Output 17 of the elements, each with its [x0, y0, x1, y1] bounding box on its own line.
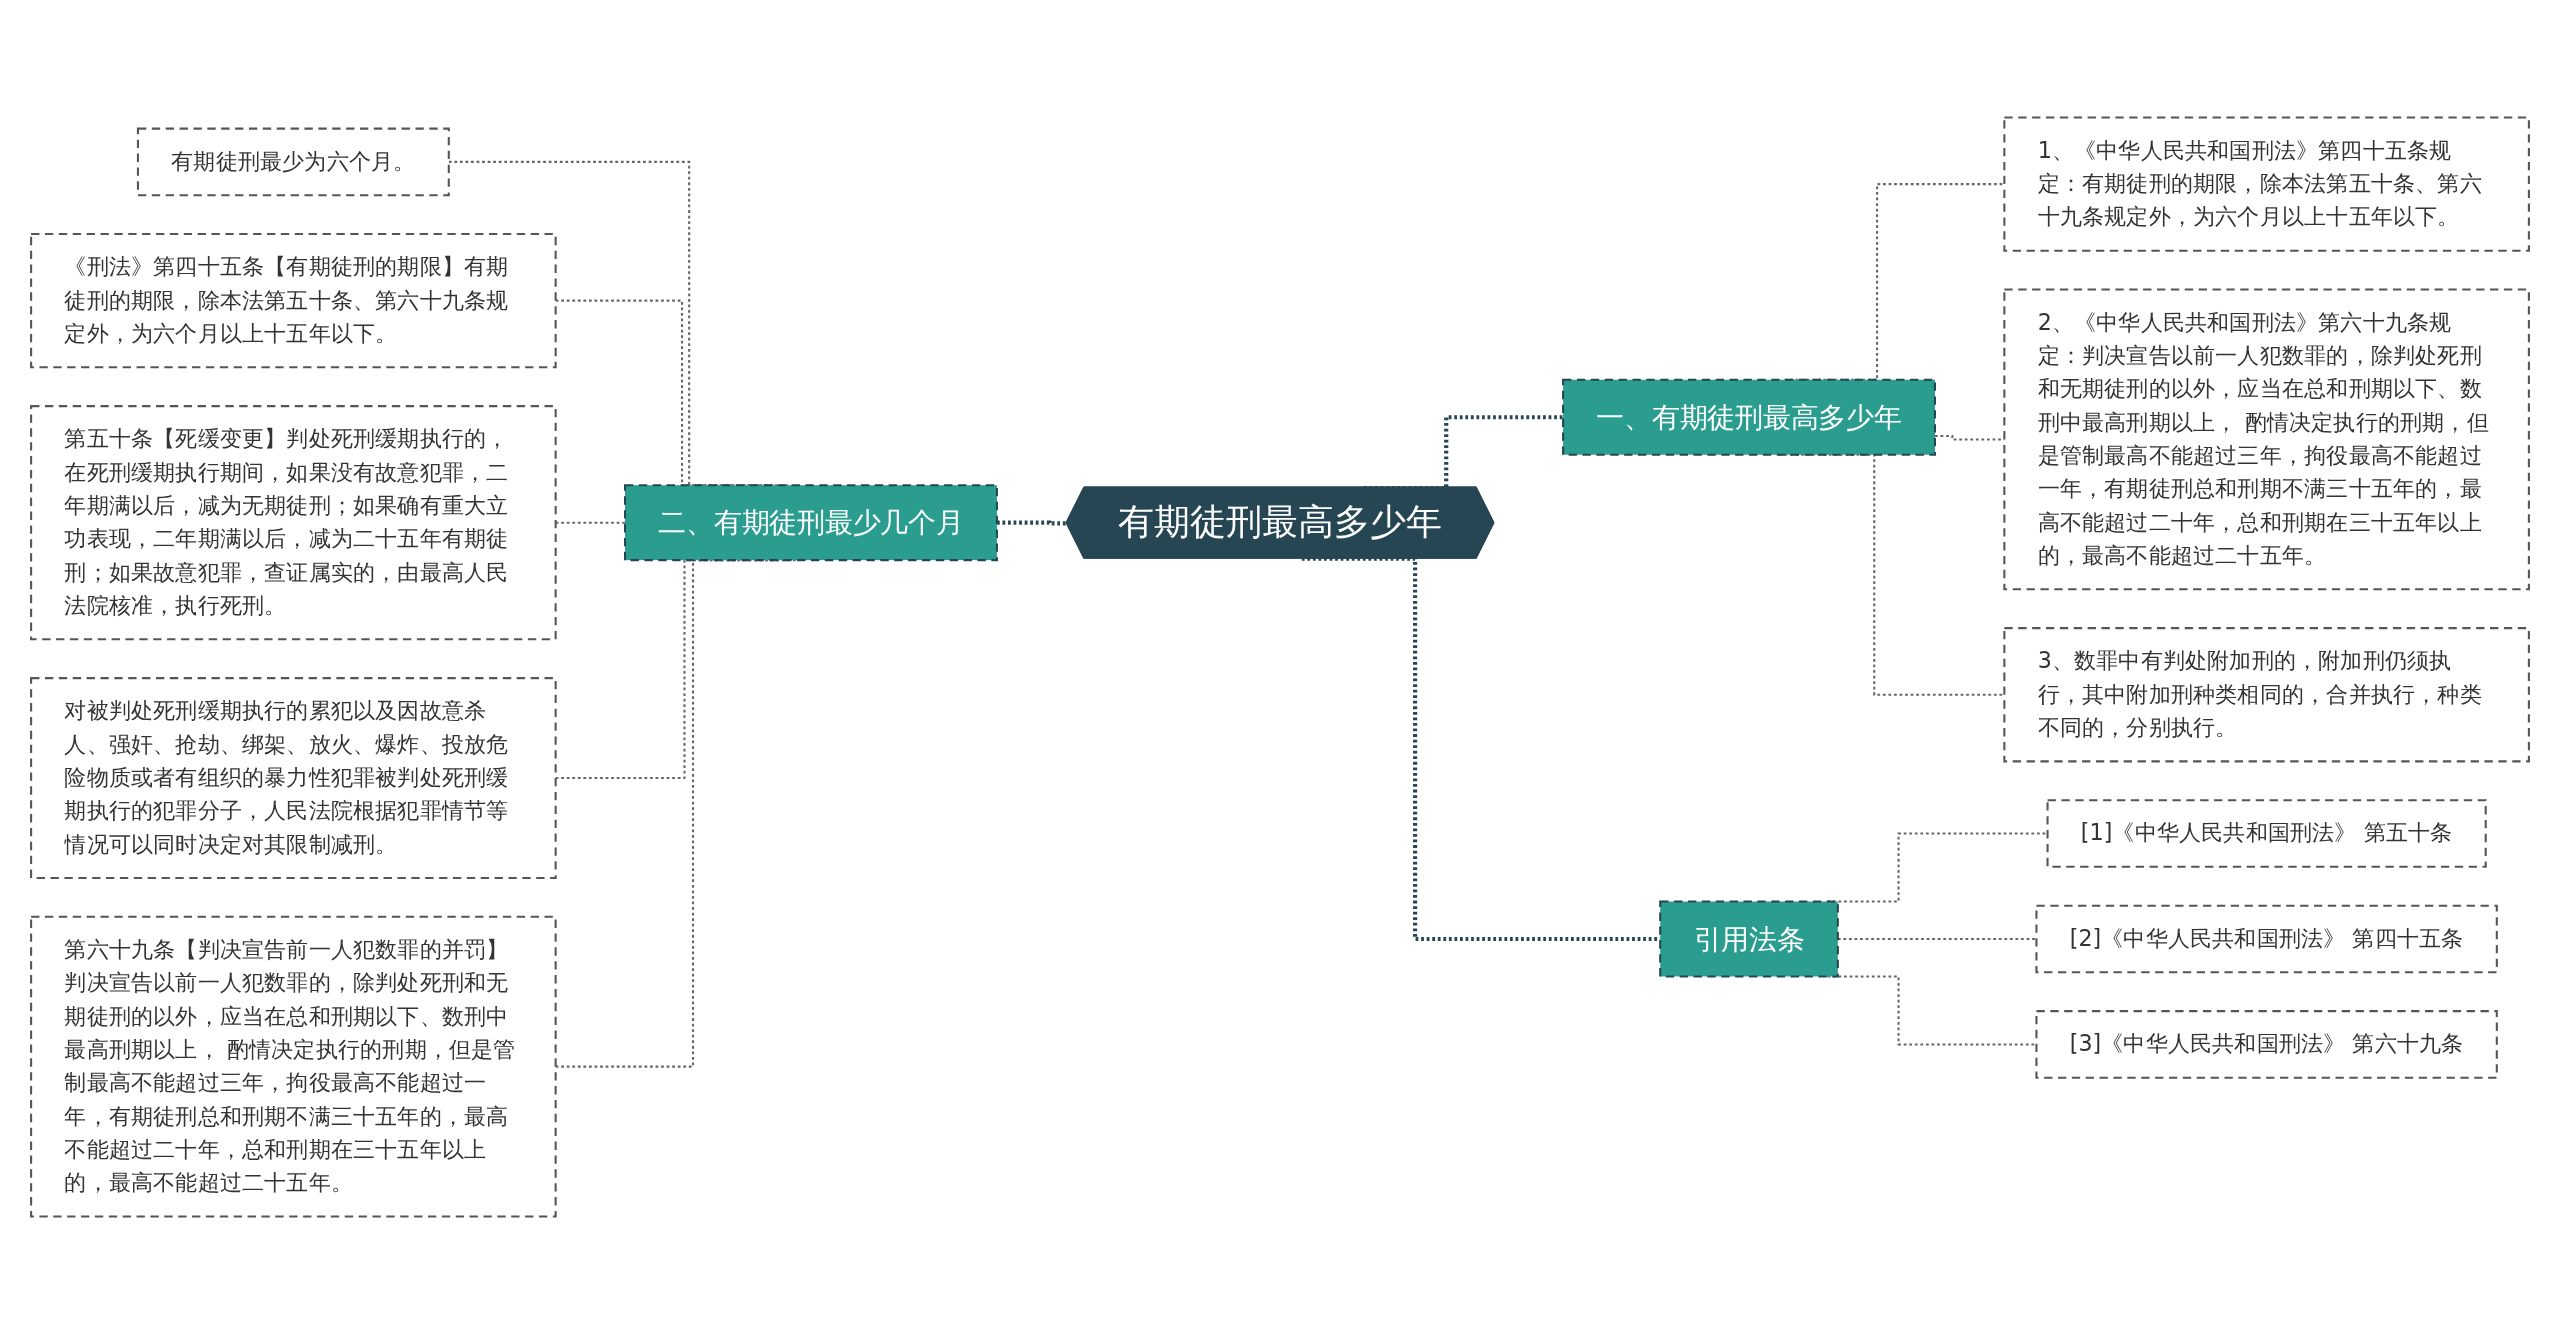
connector	[996, 520, 1067, 525]
node-box: 二、有期徒刑最少几个月	[624, 483, 998, 561]
node-box: [1]《中华人民共和国刑法》 第五十条	[2046, 798, 2487, 868]
node-box: 对被判处死刑缓期执行的累犯以及因故意杀人、强奸、抢劫、绑架、放火、爆炸、投放危险物质或者有组织的暴力性犯罪被判处死刑缓期执行的犯罪分子，人民法院根据犯罪情节等情况可以同时决定对其限制减刑。	[30, 676, 557, 879]
node-box: 引用法条	[1659, 900, 1839, 977]
node-box: 有期徒刑最少为六个月。	[136, 127, 450, 196]
node-box: 2、《中华人民共和国刑法》第六十九条规定：判决宣告以前一人犯数罪的，除判处死刑和无期徒刑的以外，应当在总和刑期以下、数刑中最高刑期以上， 酌情决定执行的刑期，但是管制最高不能超过三年，拘役最高不能超过一年，有期徒刑总和刑期不满三十五年的，最高不能超过二十年，总和刑期在三十五年以上的，最高不能超过二十五年。	[2003, 288, 2530, 590]
node-box: [3]《中华人民共和国刑法》 第六十九条	[2035, 1009, 2498, 1079]
node-box: [2]《中华人民共和国刑法》 第四十五条	[2035, 904, 2498, 973]
node-box: 3、数罪中有判处附加刑的，附加刑仍须执行，其中附加刑种类相同的，合并执行，种类不同的，分别执行。	[2003, 626, 2530, 762]
connector	[1837, 937, 2037, 940]
node-box: 1、《中华人民共和国刑法》第四十五条规定：有期徒刑的期限，除本法第五十条、第六十九条规定外，为六个月以上十五年以下。	[2003, 115, 2530, 252]
node-box: 一、有期徒刑最高多少年	[1562, 378, 1936, 456]
node-box: 《刑法》第四十五条【有期徒刑的期限】有期徒刑的期限，除本法第五十条、第六十九条规定外，为六个月以上十五年以下。	[30, 232, 557, 368]
node-box: 第六十九条【判决宣告前一人犯数罪的并罚】判决宣告以前一人犯数罪的，除判处死刑和无期徒刑的以外，应当在总和刑期以下、数刑中最高刑期以上， 酌情决定执行的刑期，但是管制最高不能超过三年，拘役最高不能超过一年，有期徒刑总和刑期不满三十五年的，最高不能超过二十年，总和刑期在三十五年以上的，最高不能超过二十五年。	[30, 915, 557, 1218]
connector	[555, 521, 625, 524]
node-box: 第五十条【死缓变更】判处死刑缓期执行的，在死刑缓期执行期间，如果没有故意犯罪，二年期满以后，减为无期徒刑；如果确有重大立功表现，二年期满以后，减为二十五年有期徒刑；如果故意犯罪，查证属实的，由最高人民法院核准，执行死刑。	[30, 404, 557, 640]
